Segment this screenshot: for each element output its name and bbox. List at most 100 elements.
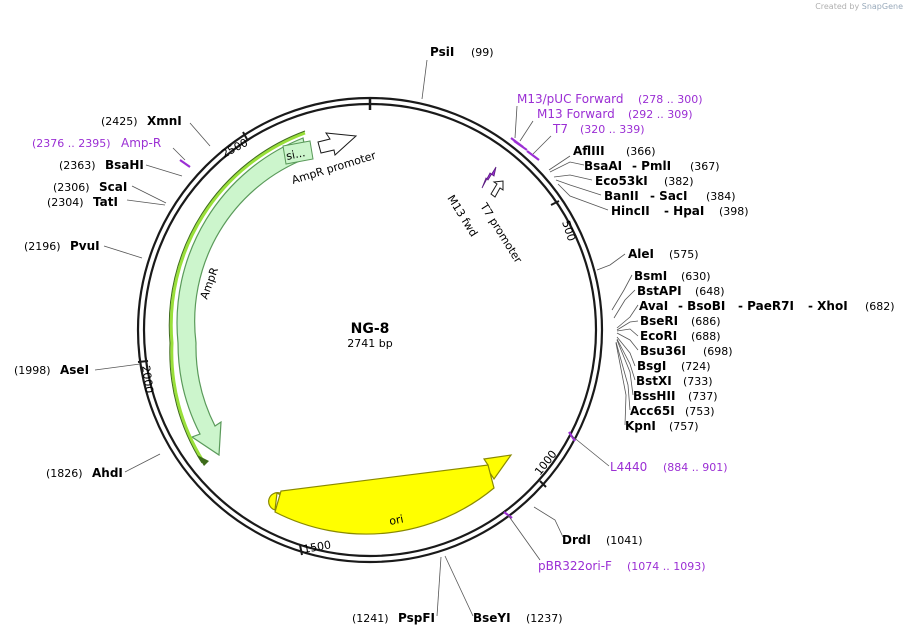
- site-paer7i-label: PaeR7I: [747, 299, 794, 313]
- site-paer7i-name[interactable]: - PaeR7I: [738, 299, 794, 313]
- site-bstxi-name[interactable]: BstXI: [636, 374, 672, 388]
- watermark: Created by SnapGene: [815, 2, 903, 11]
- site-scai-name[interactable]: ScaI: [99, 180, 127, 194]
- site-scai-pos: (2306): [53, 181, 90, 194]
- site-afliii-pos: (366): [626, 145, 656, 158]
- scale-tick-500: 500: [550, 200, 578, 243]
- site-bstapi-pos: (648): [695, 285, 725, 298]
- site-bstapi-name[interactable]: BstAPI: [637, 284, 682, 298]
- site-acc65i-name[interactable]: Acc65I: [630, 404, 675, 418]
- tick-label-1000: 1000: [532, 448, 559, 478]
- site-acc65i-pos: (753): [685, 405, 715, 418]
- tick-label-1500: 1500: [302, 538, 332, 556]
- site-banii-pos: (384): [706, 190, 736, 203]
- t7-primer-mark: [526, 150, 540, 161]
- site-bsahi-pos: (2363): [59, 159, 96, 172]
- site-kpni-pos: (757): [669, 420, 699, 433]
- site-ecori-pos: (688): [691, 330, 721, 343]
- site-xmni-pos: (2425): [101, 115, 138, 128]
- site-bsaai-name[interactable]: BsaAI: [584, 159, 622, 173]
- site-bseyi-name[interactable]: BseYI: [473, 611, 511, 625]
- tick-label-2000: 2000: [139, 365, 156, 395]
- snapgene-logo-text: SnapGene: [861, 2, 903, 11]
- site-banii-name[interactable]: BanII: [604, 189, 639, 203]
- site-asei-name[interactable]: AseI: [60, 363, 89, 377]
- primer-t7-name[interactable]: T7: [552, 122, 568, 136]
- tick-label-500: 500: [559, 219, 578, 243]
- ampr-feature-arrow[interactable]: [176, 137, 308, 457]
- site-bsaai-pos: (367): [690, 160, 720, 173]
- t7-promoter-arrow[interactable]: [490, 180, 504, 198]
- primer-m13-forward-pos: (292 .. 309): [628, 108, 693, 121]
- site-hincii-name[interactable]: HincII: [611, 204, 650, 218]
- site-bsshii-pos: (737): [688, 390, 718, 403]
- site-psii-name[interactable]: PsiI: [430, 45, 454, 59]
- site-bsu36i-name[interactable]: Bsu36I: [640, 344, 686, 358]
- ori-feature-body[interactable]: [274, 464, 495, 535]
- plasmid-length: 2741 bp: [347, 337, 392, 350]
- primer-pbr322ori-f-name[interactable]: pBR322ori-F: [538, 559, 612, 573]
- site-pspfi-pos: (1241): [352, 612, 389, 625]
- site-xmni-name[interactable]: XmnI: [147, 114, 182, 128]
- primer-t7-pos: (320 .. 339): [580, 123, 645, 136]
- site-bsu36i-pos: (698): [703, 345, 733, 358]
- site-saci-name[interactable]: - SacI: [650, 189, 688, 203]
- primer-l4440-name[interactable]: L4440: [610, 460, 647, 474]
- scale-tick-2500: 2500: [219, 131, 250, 161]
- site-bsahi-name[interactable]: BsaHI: [105, 158, 144, 172]
- site-bseyi-pos: (1237): [526, 612, 563, 625]
- site-hincii-pos: (398): [719, 205, 749, 218]
- site-avai-name[interactable]: AvaI: [639, 299, 668, 313]
- m13-forward-mark: [513, 140, 528, 151]
- site-separator: -: [678, 299, 687, 313]
- primer-m13-puc-forward-name[interactable]: M13/pUC Forward: [517, 92, 624, 106]
- primer-amp-r-name[interactable]: Amp-R: [121, 136, 161, 150]
- ori-label: ori: [388, 512, 405, 527]
- m13-fwd-label: M13 fwd: [444, 193, 480, 239]
- primer-pbr322ori-f-pos: (1074 .. 1093): [627, 560, 706, 573]
- site-pvui-pos: (2196): [24, 240, 61, 253]
- scale-tick-1500: 1500: [299, 538, 332, 556]
- site-alei-pos: (575): [669, 248, 699, 261]
- ampr-promoter-arrow[interactable]: [317, 132, 358, 156]
- site-eco53ki-pos: (382): [664, 175, 694, 188]
- site-xhoi-name[interactable]: - XhoI: [808, 299, 848, 313]
- site-separator: -: [738, 299, 747, 313]
- site-tati-name[interactable]: TatI: [93, 195, 118, 209]
- site-hpai-name[interactable]: - HpaI: [664, 204, 704, 218]
- site-drdi-name[interactable]: DrdI: [562, 533, 591, 547]
- ampr-highlight-arc: [169, 131, 306, 462]
- site-drdi-pos: (1041): [606, 534, 643, 547]
- primer-m13-puc-forward-pos: (278 .. 300): [638, 93, 703, 106]
- site-bsshii-name[interactable]: BssHII: [633, 389, 675, 403]
- leader-lines: [94, 59, 639, 617]
- site-ecori-name[interactable]: EcoRI: [640, 329, 677, 343]
- ampr-promoter-small-box[interactable]: [282, 140, 314, 165]
- site-bsgi-name[interactable]: BsgI: [637, 359, 666, 373]
- site-pvui-name[interactable]: PvuI: [70, 239, 100, 253]
- site-bseri-name[interactable]: BseRI: [640, 314, 678, 328]
- site-pmli-name[interactable]: - PmlI: [632, 159, 671, 173]
- site-alei-name[interactable]: AleI: [628, 247, 654, 261]
- m13-fwd-feature[interactable]: [481, 166, 497, 189]
- watermark-prefix: Created by: [815, 2, 860, 11]
- site-hpai-label: HpaI: [673, 204, 704, 218]
- tick-label-2500: 2500: [219, 136, 250, 161]
- t7-promoter-label: T7 promoter: [477, 200, 525, 266]
- ampr-highlight-arrowhead: [197, 455, 209, 466]
- site-afliii-name[interactable]: AflIII: [573, 144, 605, 158]
- site-separator: -: [664, 204, 673, 218]
- site-bsmi-name[interactable]: BsmI: [634, 269, 667, 283]
- primer-m13-forward-name[interactable]: M13 Forward: [537, 107, 615, 121]
- site-bsgi-pos: (724): [681, 360, 711, 373]
- site-ahdi-name[interactable]: AhdI: [92, 466, 123, 480]
- site-kpni-name[interactable]: KpnI: [625, 419, 656, 433]
- site-separator: -: [650, 189, 659, 203]
- primer-amp-r-pos: (2376 .. 2395): [32, 137, 111, 150]
- site-separator: -: [808, 299, 817, 313]
- site-bsobi-name[interactable]: - BsoBI: [678, 299, 725, 313]
- site-avai-pos: (682): [865, 300, 895, 313]
- site-pspfi-name[interactable]: PspFI: [398, 611, 435, 625]
- site-eco53ki-name[interactable]: Eco53kI: [595, 174, 648, 188]
